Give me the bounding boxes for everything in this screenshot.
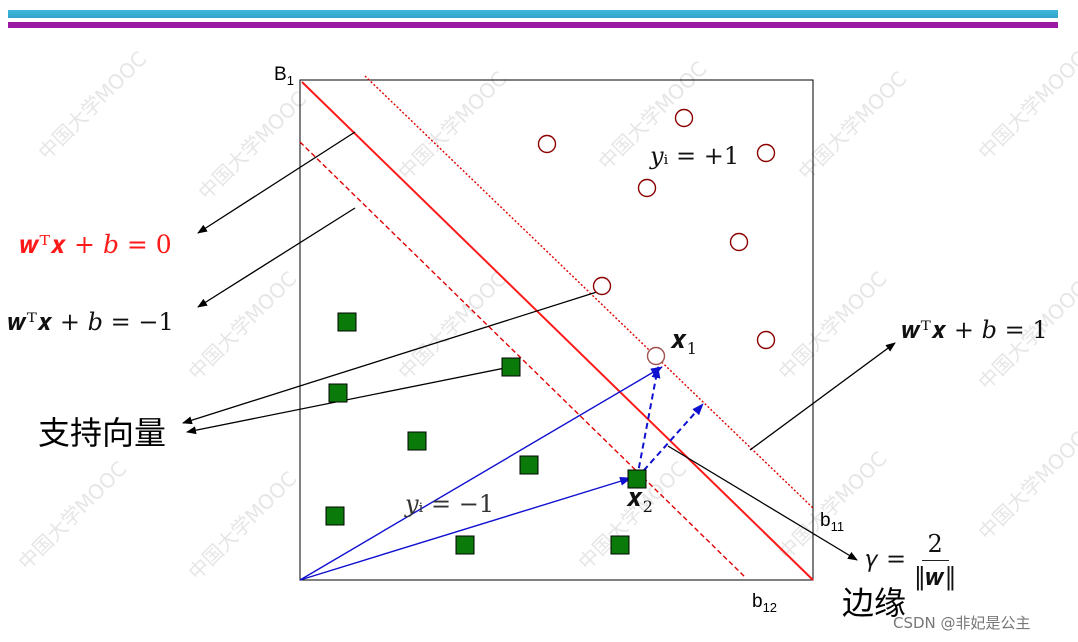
- positive-point-circle: [537, 134, 557, 154]
- negative-point-square: [407, 431, 427, 451]
- positive-point-circle: [674, 108, 694, 128]
- feature-space-box: [299, 79, 814, 581]
- positive-point-circle: [729, 232, 749, 252]
- negative-point-square: [501, 357, 521, 377]
- positive-point-circle: [592, 276, 612, 296]
- decision-hyperplane-line: [301, 81, 814, 581]
- pos-margin-label-arrow: [749, 342, 896, 451]
- annotation-arrows: [182, 131, 896, 561]
- normal-projection-vector: [636, 403, 704, 479]
- neg-margin-label-arrow: [197, 207, 356, 308]
- support-vectors-label: 支持向量: [38, 414, 167, 452]
- hyperplane-label-arrow: [197, 131, 356, 234]
- support-vector-arrow: [182, 290, 601, 425]
- csdn-credit: CSDN @非妃是公主: [893, 614, 1031, 632]
- point-label-x1: 𝒙1: [670, 325, 697, 359]
- positive-point-circle: [756, 330, 776, 350]
- corner-label-b12: b12: [752, 591, 778, 615]
- pos-margin-equation: 𝒘ᵀ𝒙 + 𝑏 = 1: [902, 316, 1048, 344]
- fraction-numerator: 2: [921, 530, 949, 561]
- negative-point-square: [328, 383, 348, 403]
- hyperplane-equation: 𝒘ᵀ𝒙 + 𝑏 = 0: [20, 230, 172, 259]
- fraction-denominator: ‖𝒘‖: [913, 563, 957, 591]
- negative-point-square: [627, 469, 647, 489]
- margin-width-formula: 𝛾 = 2 ‖𝒘‖: [866, 530, 957, 591]
- corner-label-b11: b11: [820, 510, 845, 534]
- banner-purple-stripe: [8, 22, 1058, 28]
- margin-fraction: 2 ‖𝒘‖: [914, 530, 957, 591]
- positive-point-circle: [756, 143, 776, 163]
- positive-class-label: 𝑦ᵢ = +1: [650, 142, 740, 170]
- negative-point-square: [519, 455, 539, 475]
- point-label-x2: 𝒙2: [626, 483, 653, 517]
- positive-class-points: [537, 108, 776, 366]
- gamma-symbol: 𝛾 =: [866, 545, 907, 573]
- positive-margin-line: [364, 75, 814, 509]
- margin-label-arrow: [667, 445, 858, 561]
- positive-point-circle: [646, 346, 666, 366]
- corner-label-b1: B1: [274, 64, 294, 88]
- negative-point-square: [610, 535, 630, 555]
- negative-point-square: [337, 312, 357, 332]
- vector-x2: [299, 476, 632, 581]
- banner-cyan-stripe: [8, 10, 1058, 18]
- negative-point-square: [455, 535, 475, 555]
- difference-vector: [636, 366, 661, 479]
- neg-margin-equation: 𝒘ᵀ𝒙 + 𝑏 = −1: [8, 308, 174, 336]
- vector-x1: [299, 366, 663, 581]
- negative-class-points: [325, 312, 647, 555]
- positive-point-circle: [637, 178, 657, 198]
- support-vector-arrow: [186, 366, 511, 435]
- negative-point-square: [325, 506, 345, 526]
- position-vectors: [299, 366, 704, 581]
- margin-label: 边缘: [842, 584, 907, 622]
- negative-class-label: 𝑦ᵢ = −1: [405, 490, 495, 518]
